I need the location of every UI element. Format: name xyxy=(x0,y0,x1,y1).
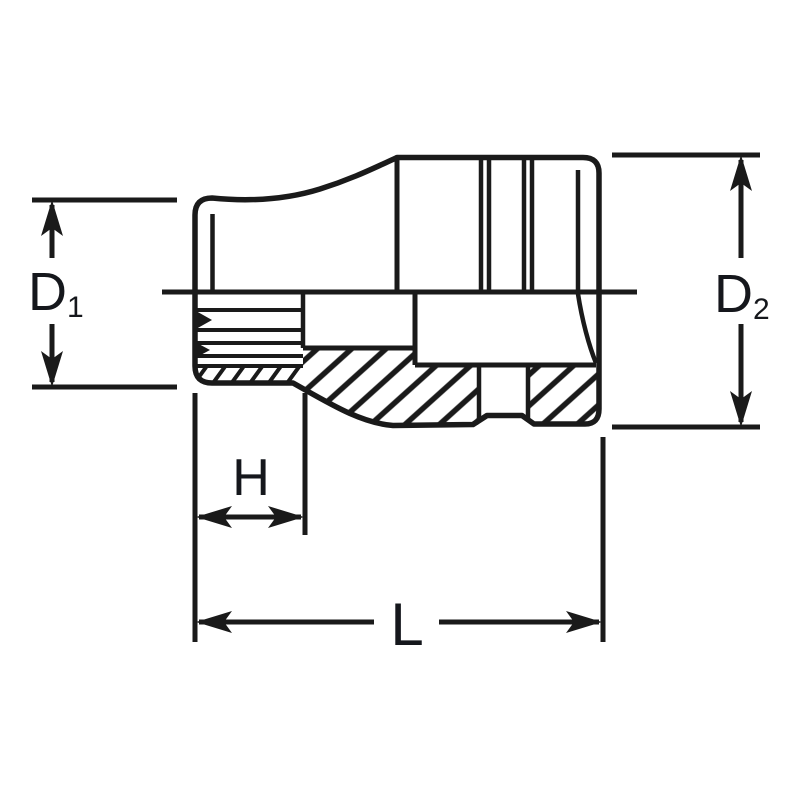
l-arrowhead-right xyxy=(566,611,602,633)
socket-body xyxy=(162,154,637,429)
h-label: H xyxy=(232,449,270,507)
h-arrowhead-right xyxy=(268,506,304,528)
d1-arrowhead-down xyxy=(41,351,63,387)
d2-arrowhead-down xyxy=(730,391,752,427)
l-label: L xyxy=(390,591,423,658)
hatch-region-mid xyxy=(293,348,415,425)
d1-arrowhead-up xyxy=(41,200,63,236)
spline-tooth-point xyxy=(196,342,210,358)
socket-outline xyxy=(192,154,602,429)
h-arrowhead-left xyxy=(196,506,232,528)
dimension-h: H xyxy=(192,393,308,642)
dimension-l: L xyxy=(196,437,606,658)
drive-chamfer-curve xyxy=(575,293,599,364)
spline-serrations xyxy=(196,308,303,368)
hatch-region-drive-right xyxy=(528,365,599,424)
l-arrowhead-left xyxy=(196,611,232,633)
hatch-region-drive-left xyxy=(415,365,479,425)
section-hatching xyxy=(196,348,599,425)
d1-label: D 1 xyxy=(28,262,84,324)
spline-tooth-point xyxy=(196,311,212,329)
d2-label: D 2 xyxy=(714,264,770,326)
hatch-region-spline-band xyxy=(196,366,303,383)
dimension-d1: D 1 xyxy=(28,197,177,390)
dimension-d2: D 2 xyxy=(612,152,770,430)
d2-arrowhead-up xyxy=(730,155,752,191)
